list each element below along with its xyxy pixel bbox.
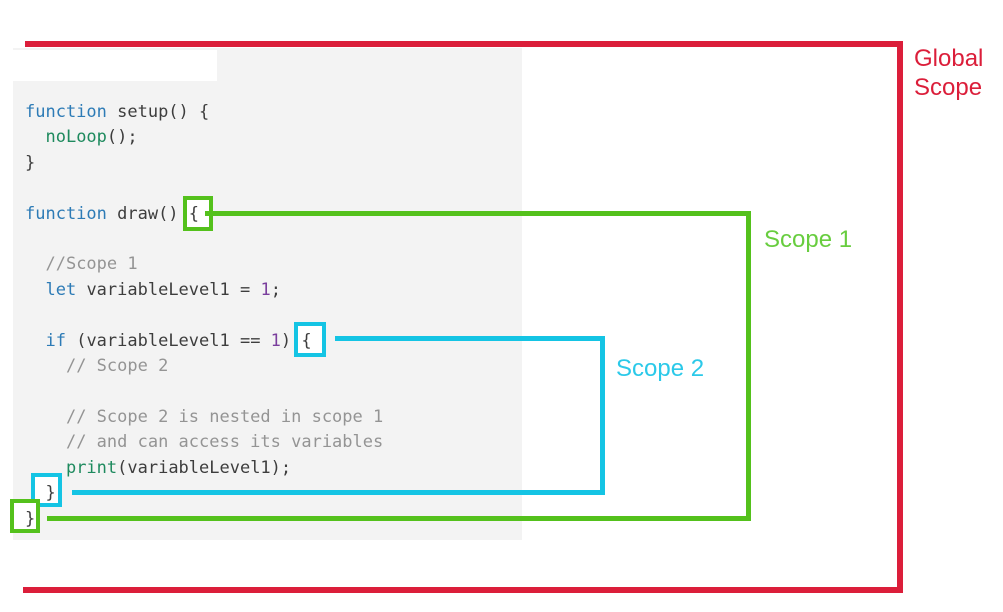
scope2-connector-bottom	[72, 490, 605, 495]
draw-close-brace-box	[10, 499, 40, 533]
scope1-label: Scope 1	[764, 226, 853, 253]
scope1-connector-bottom	[47, 516, 751, 521]
editor-header-area	[13, 50, 217, 81]
scope2-connector-right	[600, 336, 605, 495]
if-open-brace-box	[294, 322, 326, 357]
global-scope-border-bottom	[23, 587, 903, 593]
global-scope-label: Global Scope	[914, 45, 984, 101]
code-editor: function setup() { noLoop(); } function …	[25, 102, 384, 529]
scope2-label: Scope 2	[616, 355, 705, 382]
global-scope-border-top	[25, 41, 903, 47]
global-scope-border-right	[897, 41, 903, 593]
scope1-connector-right	[746, 211, 751, 521]
scope1-connector-top	[205, 211, 751, 216]
scope2-connector-top	[335, 336, 605, 341]
code-editor-panel	[13, 48, 522, 540]
